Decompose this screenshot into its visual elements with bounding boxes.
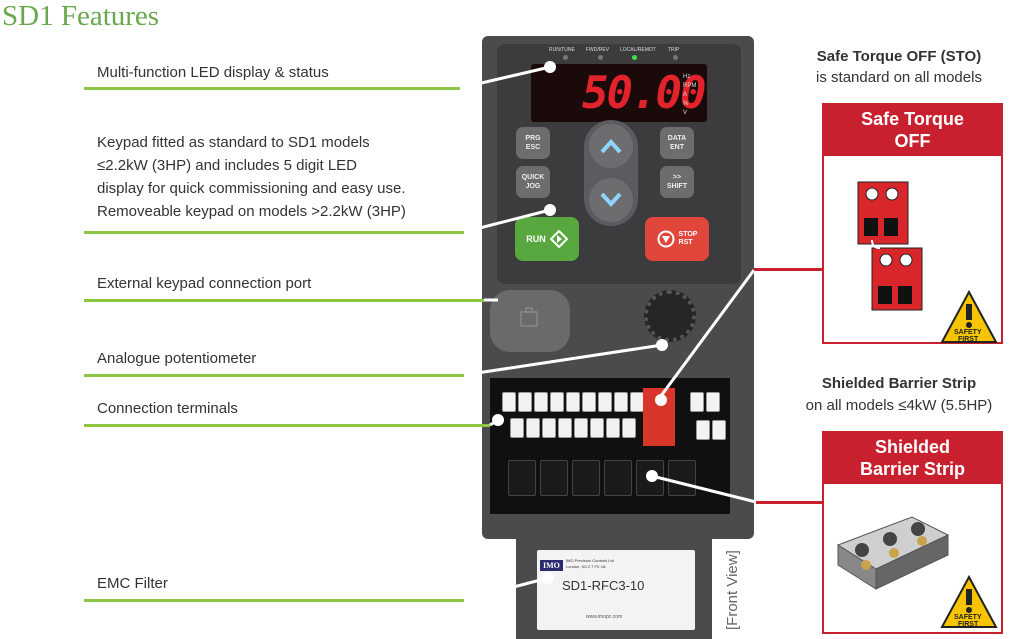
imo-logo: IMO (540, 560, 563, 571)
callout-terminals: Connection terminals (97, 400, 238, 417)
run-icon (549, 230, 568, 248)
sto-box-title-1: Safe Torque (861, 109, 964, 129)
led-local (632, 55, 637, 60)
sto-leader-line (754, 268, 822, 271)
keypad-port[interactable] (490, 290, 570, 352)
warning-icon (940, 289, 998, 343)
led-display (531, 64, 707, 122)
unit-hz: Hz (683, 74, 691, 80)
sto-connector-image (857, 181, 923, 311)
callout-keypad-4: Removeable keypad on models >2.2kW (3HP) (97, 203, 406, 220)
power-terminal (540, 460, 568, 496)
underline-emc (84, 599, 464, 602)
filter-web: www.imopc.com (586, 614, 623, 620)
terminal-right-3 (696, 420, 710, 440)
filter-model: SD1-RFC3-10 (562, 578, 645, 593)
display-value: 50.00 (582, 68, 706, 119)
run-button[interactable]: RUN (515, 217, 579, 261)
power-terminal (604, 460, 632, 496)
callout-keypad-port: External keypad connection port (97, 275, 312, 292)
quick-jog-button[interactable]: QUICK JOG (516, 166, 550, 198)
safety-first-badge: SAFETY FIRST (940, 574, 998, 629)
control-terminals-bottom (510, 418, 636, 438)
warning-icon (940, 574, 998, 628)
underline-led-display (84, 87, 460, 90)
led-label-run: RUN/TUNE (549, 47, 575, 53)
underline-potentiometer (84, 374, 464, 377)
led-trip (673, 55, 678, 60)
barrier-box-title-1: Shielded (874, 437, 950, 457)
callout-keypad-2: ≤2.2kW (3HP) and includes 5 digit LED (97, 157, 358, 174)
unit-pct: % (683, 101, 689, 107)
underline-keypad-port (84, 299, 484, 302)
led-run (563, 55, 568, 60)
up-button[interactable] (589, 124, 633, 168)
led-fwd (598, 55, 603, 60)
unit-rpm: RPM (683, 83, 697, 89)
barrier-subheading: on all models ≤4kW (5.5HP) (805, 397, 993, 414)
barrier-box-title: Shielded Barrier Strip (824, 433, 1001, 484)
up-arrow-icon (600, 139, 622, 154)
led-label-trip: TRIP (668, 47, 680, 53)
data-ent-button[interactable]: DATA ENT (660, 127, 694, 159)
barrier-box-title-2: Barrier Strip (859, 459, 966, 479)
down-button[interactable] (589, 178, 633, 222)
power-terminal (508, 460, 536, 496)
underline-keypad (84, 231, 464, 234)
port-icon (520, 307, 538, 327)
potentiometer-knob[interactable] (644, 290, 696, 342)
filter-label (537, 550, 695, 630)
terminal-right-2 (706, 392, 720, 412)
callout-emc: EMC Filter (97, 575, 168, 592)
safety-badge-2: FIRST (958, 621, 979, 628)
stop-label: STOP RST (678, 231, 698, 246)
unit-a: A (683, 92, 688, 98)
terminal-right-1 (690, 392, 704, 412)
callout-potentiometer: Analogue potentiometer (97, 350, 257, 367)
control-terminals-top (502, 392, 644, 412)
safety-badge-2: FIRST (958, 336, 979, 343)
power-terminal (668, 460, 696, 496)
sto-subheading: is standard on all models (816, 69, 982, 86)
led-label-local: LOCAL/REMOT (620, 47, 656, 53)
barrier-heading: Shielded Barrier Strip (821, 375, 977, 392)
stop-button[interactable]: STOP RST (645, 217, 709, 261)
sto-box-title-2: OFF (894, 131, 931, 151)
down-arrow-icon (600, 192, 622, 207)
prg-esc-button[interactable]: PRG ESC (516, 127, 550, 159)
stop-icon (657, 230, 675, 248)
sto-heading: Safe Torque OFF (STO) (816, 48, 982, 65)
safety-badge-1: SAFETY (954, 614, 982, 621)
shift-button[interactable]: >> SHIFT (660, 166, 694, 198)
callout-led-display: Multi-function LED display & status (97, 64, 329, 81)
callout-keypad-1: Keypad fitted as standard to SD1 models (97, 134, 370, 151)
unit-indicators: Hz RPM A % V (683, 73, 696, 118)
terminal-right-4 (712, 420, 726, 440)
sto-box-title: Safe Torque OFF (824, 105, 1001, 156)
callout-keypad-3: display for quick commissioning and easy… (97, 180, 406, 197)
power-terminal (572, 460, 600, 496)
filter-address: IMO Precision Controls Ltd London, N3 2 … (566, 558, 614, 569)
safety-first-badge: SAFETY FIRST (940, 289, 998, 344)
safety-badge-1: SAFETY (954, 329, 982, 336)
led-label-fwd: FWD/REV (586, 47, 610, 53)
page-title: SD1 Features (2, 0, 160, 32)
run-label: RUN (526, 234, 546, 244)
underline-terminals (84, 424, 490, 427)
barrier-leader-line (756, 501, 822, 504)
barrier-strip-image (836, 516, 950, 590)
unit-v: V (683, 110, 688, 116)
